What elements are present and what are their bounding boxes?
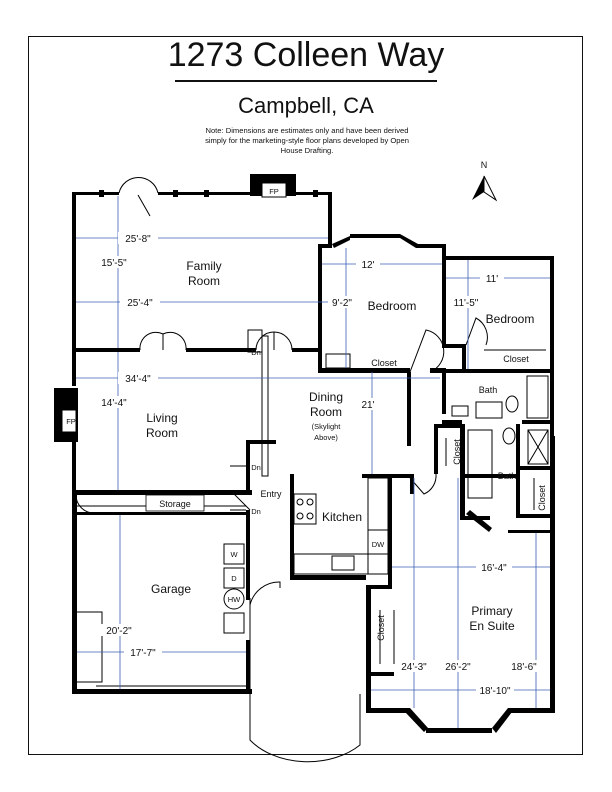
dim-garage-depth: 20'-2" [106,626,132,637]
dining-room-label-2: Room [310,405,342,419]
title-underline [175,80,437,82]
dim-bedroom2-width: 12' [361,260,374,271]
dim-primary-depth-mid: 26'-2" [445,662,471,673]
dim-living-depth: 14'-4" [101,398,127,409]
washer-label: W [230,550,238,559]
dn-label-2: Dn [251,463,261,472]
fireplace-living-icon: FP [54,388,78,442]
primary-suite-label-2: En Suite [469,619,515,633]
kitchen-label: Kitchen [322,510,362,524]
garage-fixtures: W D HW [75,543,246,687]
north-arrow-icon: N [472,160,498,202]
dim-bedroom3-width: 11' [486,274,498,285]
stair-markers: Dn Dn Dn [230,329,269,516]
dishwasher-label: DW [372,540,385,549]
entry-label: Entry [260,489,282,499]
dn-label-3: Dn [251,507,261,516]
dining-room-label-1: Dining [309,390,343,404]
dim-primary-width-upper: 16'-4" [481,563,507,574]
kitchen-fixtures: DW [293,477,389,575]
bath-primary-label: Bath [498,471,517,481]
family-room-label-1: Family [186,259,221,273]
closet-fixtures [325,349,546,664]
dim-living-width: 34'-4" [125,374,151,385]
dining-note-2: Above) [314,433,338,442]
page-subtitle: Campbell, CA [238,93,374,118]
family-room-label-2: Room [188,274,220,288]
living-room-label-1: Living [146,411,177,425]
garage-label: Garage [151,582,191,596]
north-label: N [481,160,488,170]
bedroom-2-label: Bedroom [368,299,417,313]
disclaimer-note: Note: Dimensions are estimates only and … [205,126,409,155]
dim-bedroom3-depth: 11'-5" [454,298,479,309]
page-title: 1273 Colleen Way [167,36,445,74]
closet-hall-label: Closet [452,439,462,465]
closet-bed2-label: Closet [371,358,397,368]
closet-primary-label: Closet [376,615,386,641]
dim-family-width-bottom: 25'-4" [127,298,153,309]
dim-family-depth: 15'-5" [101,258,127,269]
dim-dining-depth: 21' [361,400,374,411]
fireplace-family-icon: FP [250,174,296,198]
dining-note-1: (Skylight [312,422,342,431]
living-room-label-2: Room [146,426,178,440]
dryer-label: D [231,574,237,583]
dim-primary-depth-left: 24'-3" [401,662,427,673]
primary-suite-label-1: Primary [471,604,512,618]
bedroom-3-label: Bedroom [486,312,535,326]
bath-hall-label: Bath [479,385,498,395]
interior-walls [72,344,555,694]
fp-family-label: FP [269,187,279,196]
dim-bedroom2-depth: 9'-2" [332,298,352,309]
closet-bed3-label: Closet [503,354,529,364]
room-labels: Family Room Bedroom Bedroom Living Room … [145,259,547,641]
bath-fixtures [451,375,549,499]
dn-label-1: Dn [251,348,261,357]
dim-garage-width: 17'-7" [130,648,156,659]
door-swings [75,177,488,763]
dim-primary-width-lower: 18'-10" [479,686,510,697]
dimension-labels: 25'-8" 15'-5" 25'-4" 12' 11' 9'-2" 11'-5… [94,232,542,697]
dim-primary-depth-right: 18'-6" [511,662,537,673]
page-frame [28,36,583,755]
fp-living-label: FP [66,417,76,426]
storage-label: Storage [159,499,191,509]
closet-primary-bath-label: Closet [537,485,547,511]
dim-family-width-top: 25'-8" [125,234,151,245]
water-heater-label: HW [228,595,241,604]
